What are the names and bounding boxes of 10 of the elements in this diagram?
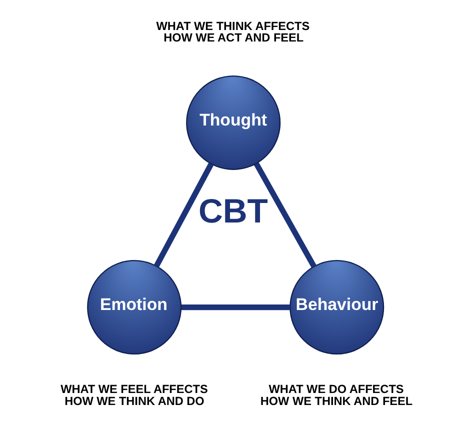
connector <box>181 304 290 310</box>
node-label: WHAT WE THINK AFFECTS HOW WE ACT AND FEEL <box>156 18 310 45</box>
label: CBT <box>198 192 268 230</box>
node-label: WHAT WE DO AFFECTS HOW WE THINK AND FEEL <box>260 382 413 408</box>
node-circle: Thought <box>186 75 281 170</box>
node-circle: Emotion <box>87 260 182 355</box>
node-circle: Behaviour <box>290 260 384 355</box>
node-label: WHAT WE FEEL AFFECTS HOW WE THINK AND DO <box>60 382 208 408</box>
connector <box>254 162 316 268</box>
connector <box>154 162 214 268</box>
